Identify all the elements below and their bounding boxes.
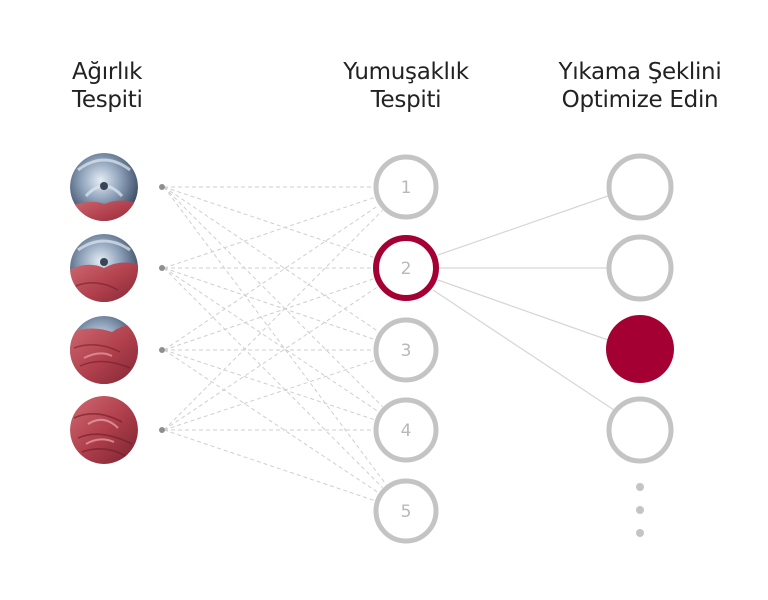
heading-line: Yumuşaklık [343,59,469,85]
load-dots [159,184,165,433]
heading-optimize-wash: Yıkama Şeklini Optimize Edin [520,58,760,114]
wash-pattern-circle-1 [606,153,674,221]
drum-load-level-1-icon [70,153,138,221]
softness-levels: 1 2 3 4 5 [373,154,439,544]
ellipsis-vertical-icon [636,483,644,537]
heading-softness-detection: Yumuşaklık Tespiti [300,58,512,114]
softness-circle-5 [373,478,439,544]
softness-circle-1 [373,154,439,220]
drum-load-level-2-icon [70,234,138,302]
heading-line: Tespiti [370,87,442,113]
weight-to-softness-connections [163,186,387,502]
heading-line: Yıkama Şeklini [558,59,722,85]
load-dot-1 [159,184,165,190]
wash-pattern-circle-3-selected [606,315,674,383]
softness-to-wash-connections [432,195,615,411]
heading-line: Optimize Edin [561,87,719,113]
softness-circle-3 [373,317,439,383]
wash-patterns [606,153,674,464]
load-dot-4 [159,427,165,433]
softness-number-4: 4 [401,421,412,441]
softness-number-5: 5 [401,502,412,522]
heading-weight-detection: Ağırlık Tespiti [72,58,143,114]
wash-pattern-circle-2 [606,234,674,302]
drum-load-level-3-icon [70,316,138,384]
wash-pattern-circle-4 [606,396,674,464]
heading-line: Tespiti [72,87,143,113]
softness-number-2: 2 [401,259,412,279]
softness-circle-4 [373,397,439,463]
heading-line: Ağırlık [72,59,143,85]
drum-load-level-4-icon [70,396,138,464]
softness-circle-2-selected [373,235,439,301]
softness-number-3: 3 [401,341,412,361]
load-dot-3 [159,347,165,353]
load-dot-2 [159,265,165,271]
softness-number-1: 1 [401,178,412,198]
